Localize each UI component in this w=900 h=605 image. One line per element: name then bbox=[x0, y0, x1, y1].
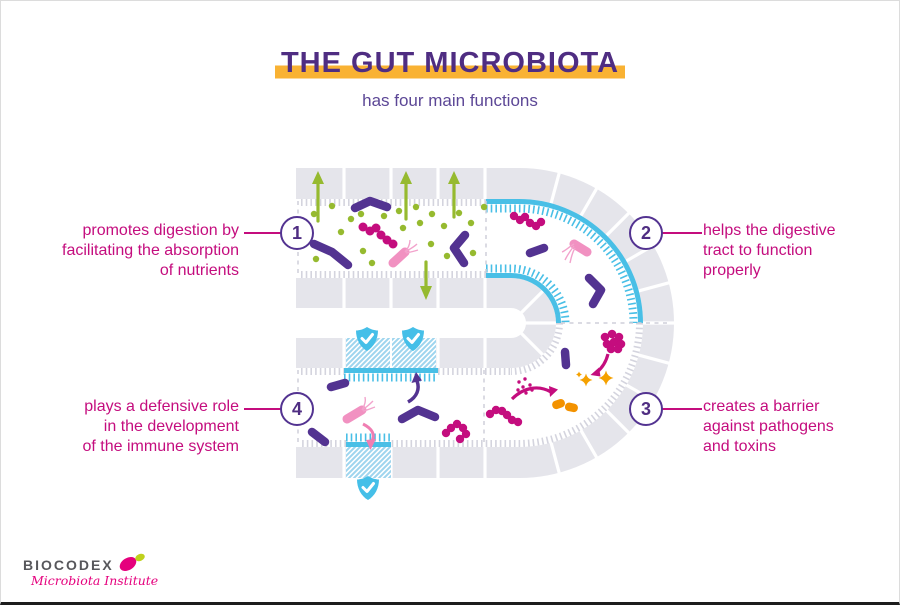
flagellated-bacterium bbox=[388, 239, 419, 268]
block-arrow bbox=[510, 386, 558, 401]
logo-leaf-icon bbox=[119, 553, 145, 571]
bacterium-rod bbox=[560, 347, 571, 370]
absorption-arrows bbox=[312, 171, 460, 300]
function-1-text: promotes digestion by facilitating the a… bbox=[62, 222, 239, 279]
cocci-chain bbox=[441, 419, 471, 444]
function-4-number-badge: 4 bbox=[280, 392, 314, 426]
biocodex-logo: BIOCODEX Microbiota Institute bbox=[23, 551, 158, 588]
pathogen-cluster bbox=[600, 329, 626, 354]
page-subtitle: has four main functions bbox=[362, 91, 538, 110]
function-1-connector bbox=[244, 232, 282, 234]
shield-check-icon bbox=[356, 327, 424, 500]
toxin-star bbox=[576, 370, 614, 387]
function-3-text: creates a barrier against pathogens and … bbox=[703, 398, 834, 455]
cocci-chain bbox=[509, 211, 546, 231]
function-1-number-badge: 1 bbox=[280, 216, 314, 250]
particle-dots bbox=[516, 377, 534, 395]
flagellated-bacterium bbox=[342, 396, 376, 424]
logo-brand-text: BIOCODEX bbox=[23, 557, 114, 573]
signal-arrow-up bbox=[407, 372, 422, 404]
page-title: THE GUT MICROBIOTA bbox=[1, 46, 899, 80]
function-4-text: plays a defensive role in the developmen… bbox=[82, 398, 240, 455]
flagellated-bacterium bbox=[561, 239, 592, 264]
function-2-connector bbox=[662, 232, 702, 234]
region-barrier bbox=[485, 329, 626, 427]
region-transit bbox=[509, 211, 606, 309]
region-digestion bbox=[309, 171, 488, 300]
bacterium-rod bbox=[309, 196, 470, 270]
region-immune bbox=[307, 372, 471, 450]
cell-gaps bbox=[342, 166, 677, 480]
function-3-number-badge: 3 bbox=[629, 392, 663, 426]
page-title-text: THE GUT MICROBIOTA bbox=[274, 46, 626, 80]
function-4-connector bbox=[244, 408, 282, 410]
neutralize-arrow bbox=[590, 353, 610, 377]
cocci-chain bbox=[485, 405, 523, 427]
bacterium-rod bbox=[525, 243, 606, 309]
function-2-text: helps the digestive tract to function pr… bbox=[703, 222, 836, 279]
toxin-blobs bbox=[552, 398, 578, 413]
villi-fringe bbox=[301, 199, 643, 447]
bacterium-rod bbox=[307, 378, 440, 447]
logo-tagline: Microbiota Institute bbox=[31, 573, 159, 588]
function-3-connector bbox=[662, 408, 702, 410]
function-2-number-badge: 2 bbox=[629, 216, 663, 250]
cocci-chain bbox=[358, 222, 398, 249]
signal-arrow-down bbox=[362, 422, 376, 450]
